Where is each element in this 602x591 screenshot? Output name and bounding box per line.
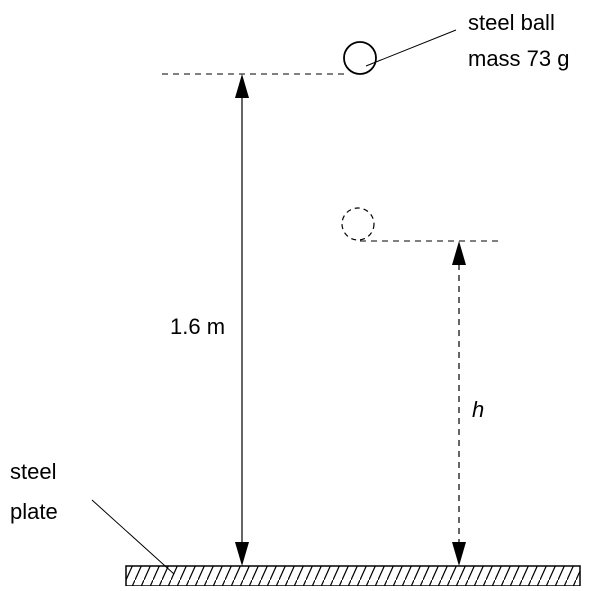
ball-leader-line [365,29,457,67]
drop-height-label-bg [166,312,238,342]
rebound-height-label: h [472,397,484,422]
ball-label-line1: steel ball [468,10,555,35]
plate-leader-line [91,499,175,575]
plate-label-line1: steel [10,459,56,484]
rebound-height-arrow-head-top [452,241,466,265]
drop-height-arrow-head-top [235,74,249,98]
steel-plate [125,565,581,587]
drop-height-label: 1.6 m [170,314,225,339]
rebound-ball [341,207,375,241]
steel-ball [343,41,377,75]
plate-label-line2: plate [10,499,58,524]
ball-label-line2: mass 73 g [468,46,570,71]
drop-height-arrow-head-bottom [235,542,249,566]
rebound-height-arrow-head-bottom [452,542,466,566]
